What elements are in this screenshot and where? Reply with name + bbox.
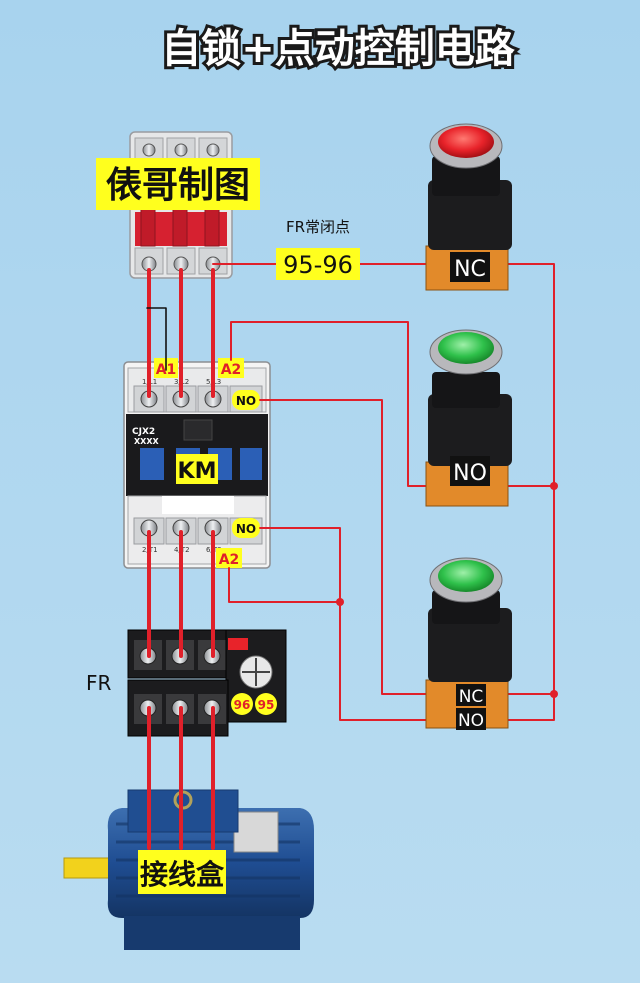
- start-no-label: NO: [453, 461, 487, 486]
- overload-relay-fr: [127, 629, 287, 737]
- coil-a2-bottom-label: A2: [219, 552, 240, 568]
- a2-bottom-label-box: [216, 548, 242, 568]
- a2-top-label-box: [218, 358, 244, 378]
- author-label-box: [96, 158, 260, 210]
- jog-button[interactable]: [425, 557, 512, 729]
- motor-label-box: [138, 850, 226, 894]
- junction-node: [336, 598, 344, 606]
- fr-label: FR: [86, 671, 112, 695]
- stop-nc-label: NC: [454, 257, 486, 282]
- contact-95-marker: [255, 693, 277, 715]
- stop-button-cap[interactable]: [438, 126, 494, 158]
- fr-nc-label-box: [276, 248, 360, 280]
- contact-95-label: 95: [258, 698, 275, 712]
- jog-no-label: NO: [458, 711, 484, 731]
- stop-button[interactable]: [425, 123, 512, 291]
- jog-nc-label-box: [456, 684, 486, 706]
- coil-a2-top-label: A2: [221, 362, 242, 378]
- no-bottom-label-box: [232, 518, 260, 538]
- stop-nc-label-box: [450, 252, 490, 282]
- contactor-model: CJX2: [132, 427, 155, 437]
- km-label-box: [176, 454, 218, 484]
- jog-button-cap[interactable]: [438, 560, 494, 592]
- contact-96-label: 96: [234, 698, 251, 712]
- aux-no-bottom-label: NO: [236, 522, 256, 536]
- start-no-label-box: [450, 456, 490, 486]
- start-button[interactable]: [425, 329, 512, 507]
- junction-node: [550, 482, 558, 490]
- jog-no-label-box: [456, 708, 486, 730]
- author-label: 俵哥制图: [106, 165, 250, 206]
- contactor-model-sub: XXXX: [134, 437, 160, 446]
- no-top-label-box: [232, 390, 260, 410]
- fr-nc-label: 95-96: [283, 251, 353, 279]
- fr-nc-caption: FR常闭点: [286, 218, 350, 236]
- motor-label: 接线盒: [140, 858, 225, 891]
- jog-nc-label: NC: [459, 687, 484, 707]
- wiring: [146, 263, 555, 850]
- aux-no-top-label: NO: [236, 394, 256, 408]
- contact-96-marker: [231, 693, 253, 715]
- page-title: 自锁+点动控制电路: [161, 26, 516, 72]
- junction-node: [550, 690, 558, 698]
- km-label: KM: [178, 459, 217, 484]
- start-button-cap[interactable]: [438, 332, 494, 364]
